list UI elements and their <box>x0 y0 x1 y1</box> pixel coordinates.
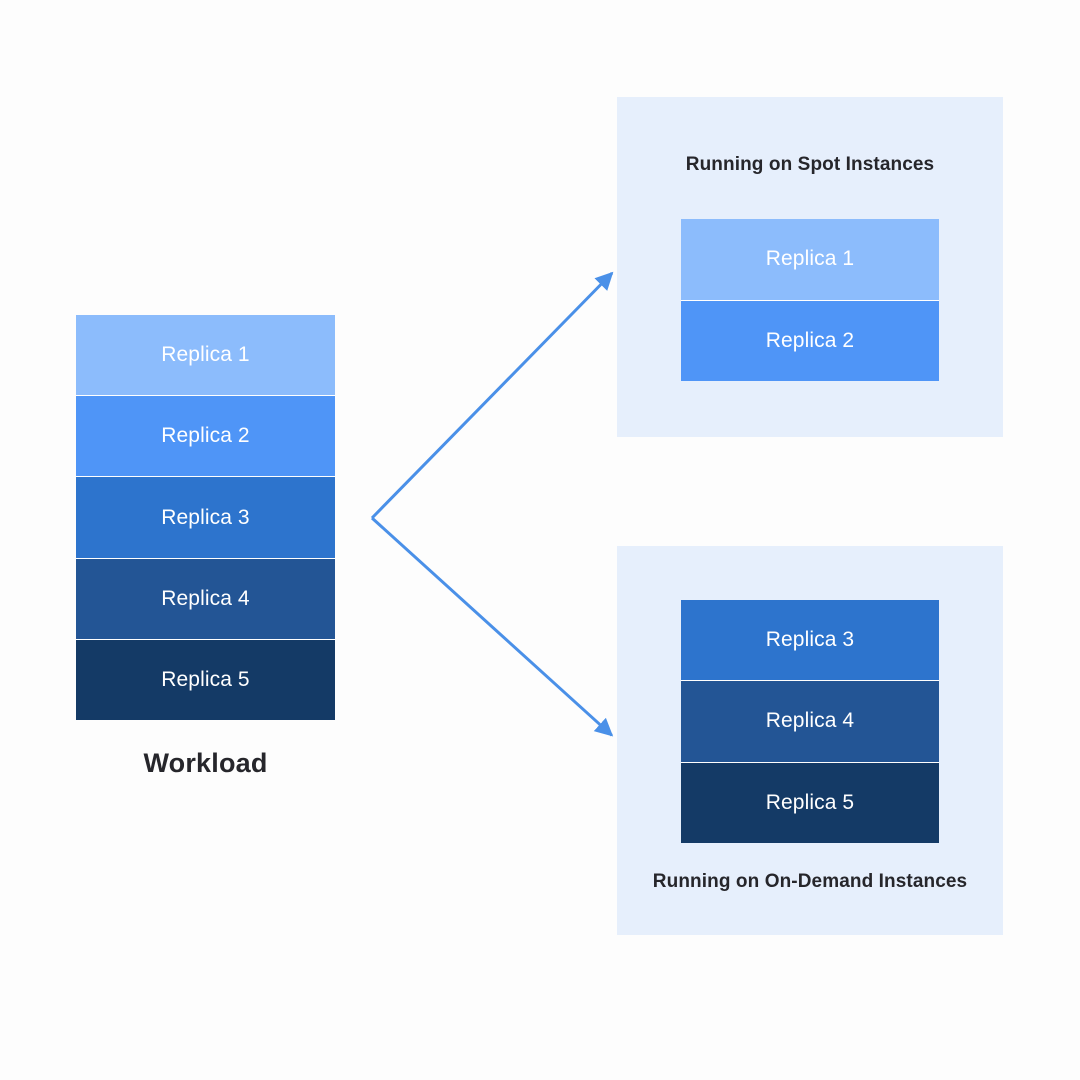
ondemand-replica-3[interactable]: Replica 3 <box>681 600 939 682</box>
spot-instances-panel: Running on Spot Instances Replica 1 Repl… <box>617 97 1003 437</box>
spot-replica-2-label: Replica 2 <box>765 328 855 352</box>
ondemand-replica-5-label: Replica 5 <box>765 790 855 814</box>
workload-replica-4-label: Replica 4 <box>161 586 250 610</box>
ondemand-replica-stack: Replica 3 Replica 4 Replica 5 <box>681 600 939 843</box>
spot-replica-2[interactable]: Replica 2 <box>681 300 939 381</box>
ondemand-instances-panel: Replica 3 Replica 4 Replica 5 Running on… <box>617 546 1003 935</box>
workload-group: Replica 1 Replica 2 Replica 3 Replica 4 … <box>76 315 335 779</box>
workload-replica-1-label: Replica 1 <box>161 343 250 367</box>
ondemand-instances-title: Running on On-Demand Instances <box>652 871 968 892</box>
ondemand-replica-4[interactable]: Replica 4 <box>681 681 939 763</box>
workload-replica-2[interactable]: Replica 2 <box>76 396 335 478</box>
spot-replica-1[interactable]: Replica 1 <box>681 219 939 301</box>
ondemand-replica-3-label: Replica 3 <box>765 628 855 652</box>
ondemand-replica-4-label: Replica 4 <box>765 709 855 733</box>
spot-replica-1-label: Replica 1 <box>765 247 855 271</box>
workload-replica-5[interactable]: Replica 5 <box>76 639 335 720</box>
arrow-to-spot-icon <box>370 271 614 520</box>
workload-replica-1[interactable]: Replica 1 <box>76 315 335 397</box>
ondemand-replica-5[interactable]: Replica 5 <box>681 762 939 843</box>
spot-instances-title: Running on Spot Instances <box>685 154 935 175</box>
workload-replica-2-label: Replica 2 <box>161 424 250 448</box>
workload-caption: Workload <box>143 748 268 778</box>
workload-replica-stack: Replica 1 Replica 2 Replica 3 Replica 4 … <box>76 315 335 720</box>
workload-replica-4[interactable]: Replica 4 <box>76 558 335 640</box>
arrow-to-ondemand-icon <box>370 516 614 737</box>
workload-replica-3[interactable]: Replica 3 <box>76 477 335 559</box>
workload-replica-3-label: Replica 3 <box>161 505 250 529</box>
workload-replica-5-label: Replica 5 <box>161 667 250 691</box>
spot-replica-stack: Replica 1 Replica 2 <box>681 219 939 381</box>
